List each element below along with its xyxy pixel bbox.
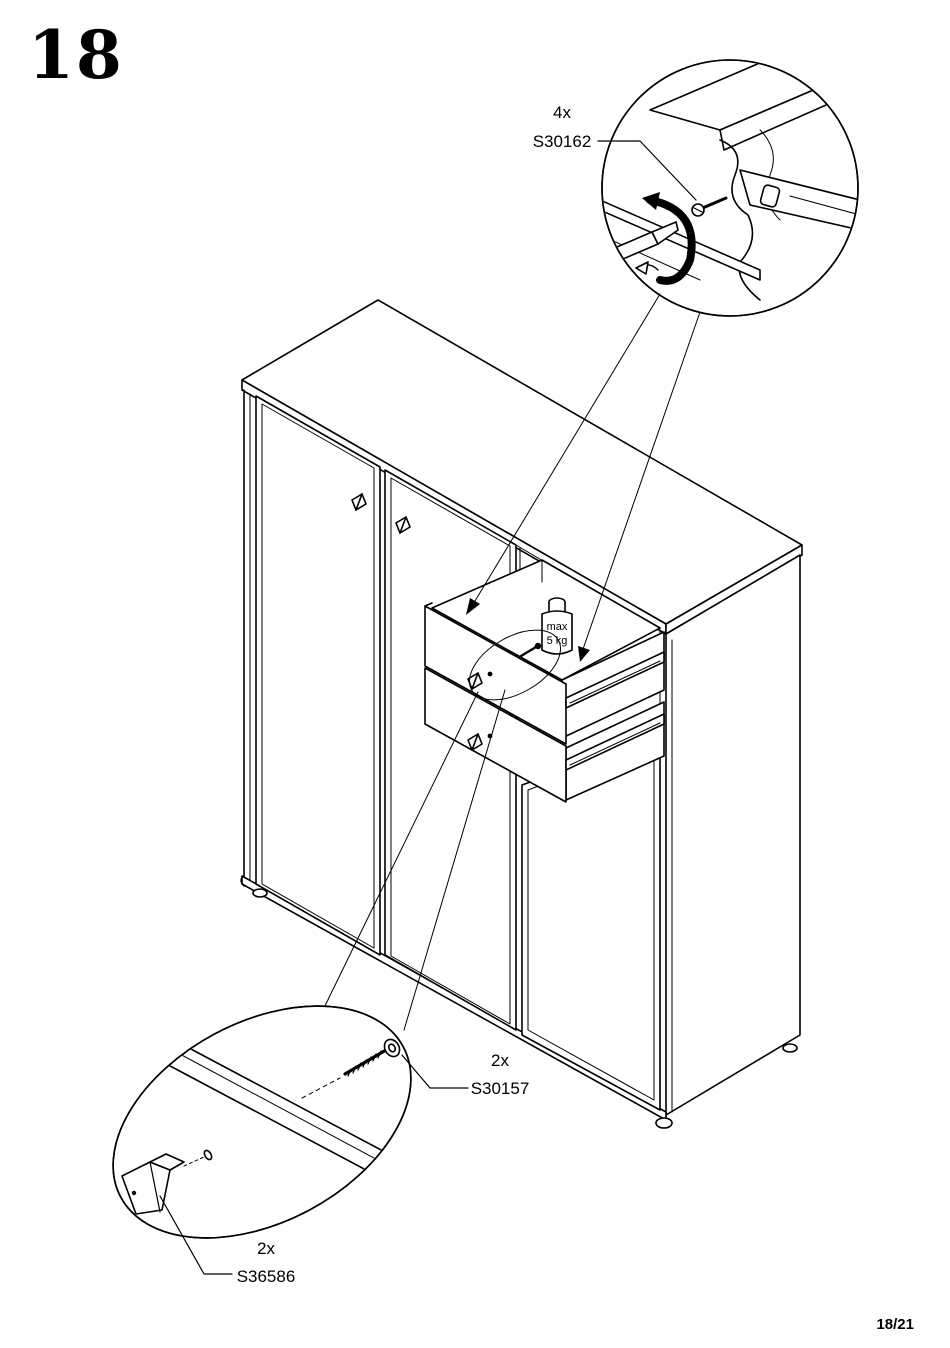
s30162-part-label: S30162 bbox=[533, 132, 592, 151]
step-number: 18 bbox=[28, 22, 124, 88]
detail-ellipse-bottom bbox=[74, 959, 450, 1286]
detail-circle-top bbox=[600, 50, 860, 316]
s30157-leader bbox=[402, 1055, 468, 1088]
s36586-qty-label: 2x bbox=[257, 1239, 275, 1258]
weight-max-label: max bbox=[547, 621, 568, 633]
rear-right-foot bbox=[783, 1044, 797, 1052]
right-door bbox=[522, 735, 660, 1110]
s30157-qty-label: 2x bbox=[491, 1051, 509, 1070]
s36586-part-label: S36586 bbox=[237, 1267, 296, 1286]
front-left-foot bbox=[253, 889, 267, 897]
page-number: 18/21 bbox=[876, 1316, 914, 1333]
s30157-part-label: S30157 bbox=[471, 1079, 530, 1098]
s30162-qty-label: 4x bbox=[553, 103, 571, 122]
cabinet-side-panel bbox=[666, 555, 800, 1115]
left-door bbox=[256, 396, 380, 955]
front-right-foot bbox=[656, 1118, 672, 1128]
weight-value-label: 5 kg bbox=[547, 635, 568, 647]
